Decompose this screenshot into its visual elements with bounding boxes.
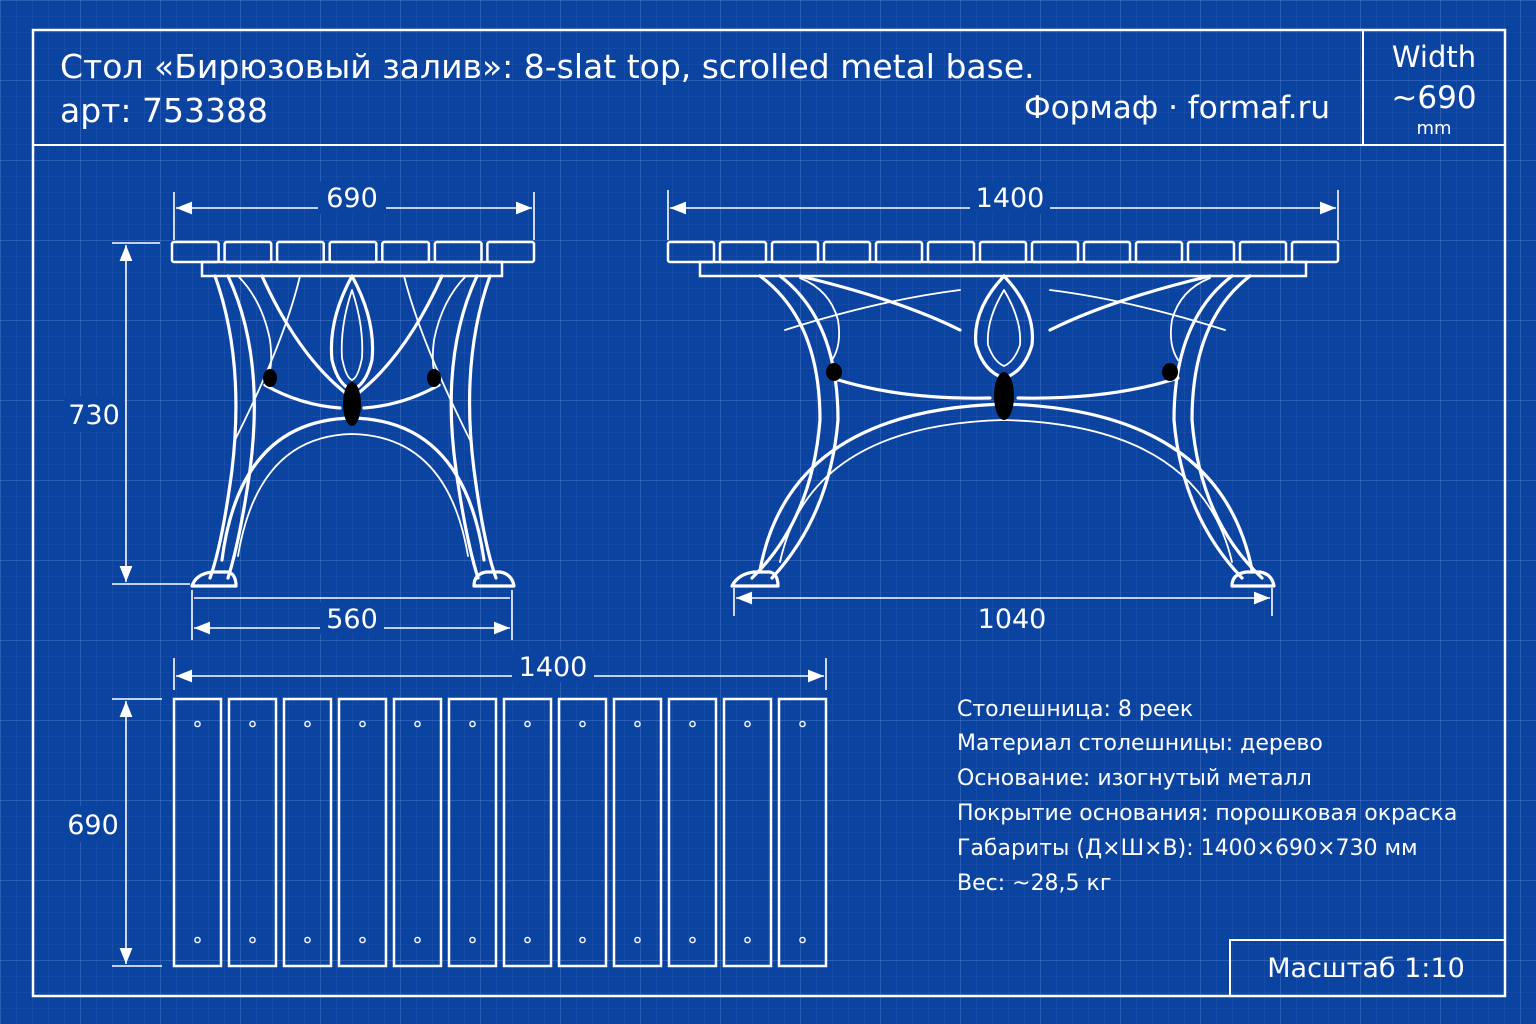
screw-hole [359,720,366,728]
front-width-label: 690 [326,183,378,214]
spec-line: Габариты (Д×Ш×В): 1400×690×730 мм [957,836,1418,861]
top-length-label-bg [512,650,594,682]
top-view-slat [282,697,333,968]
top-slat [666,240,716,264]
top-view-slat [172,697,223,968]
base-width-label: 560 [326,604,378,635]
screw-hole [414,720,421,728]
front-base-frame [190,274,516,588]
screw-hole [249,936,256,944]
corner-label: Width [1392,40,1476,74]
screw-hole [359,936,366,944]
top-slat [170,240,220,264]
screw-hole [524,936,531,944]
screw-hole [634,720,641,728]
top-view-slat [667,697,718,968]
screw-hole [304,936,311,944]
spec-line: Основание: изогнутый металл [957,766,1312,791]
side-base-frame [730,274,1276,588]
top-view-slat [612,697,663,968]
top-slat [486,240,536,264]
screw-hole [579,720,586,728]
side-length-label: 1400 [976,183,1045,214]
top-view-slat [447,697,498,968]
scale-box [1229,939,1506,997]
top-view-slat [777,697,828,968]
height-label-bg [64,396,124,432]
top-view-slat [502,697,553,968]
brand: Формаф · formaf.ru [1024,90,1330,126]
top-length-label: 1400 [519,652,588,683]
top-view-slat [722,697,773,968]
base-length-label: 1040 [978,604,1047,635]
screw-hole [799,720,806,728]
spec-line: Вес: ~28,5 кг [957,871,1111,896]
spec-line: Столешница: 8 реек [957,697,1193,722]
screw-hole [469,936,476,944]
corner-value: ~690 [1391,80,1476,116]
corner-unit: mm [1416,118,1451,139]
top-view-slat [392,697,443,968]
screw-hole [689,720,696,728]
article-number: арт: 753388 [60,91,268,130]
height-label: 730 [68,400,120,431]
top-width-label-bg [62,806,124,842]
screw-hole [744,720,751,728]
top-view-slat [557,697,608,968]
specs-block: Столешница: 8 реек Материал столешницы: … [957,697,1457,896]
screw-hole [469,720,476,728]
side-view: 1400 1040 [666,182,1340,635]
top-slat [1290,240,1340,264]
screw-hole [249,720,256,728]
side-length-label-bg [970,182,1050,214]
screw-hole [194,936,201,944]
screw-hole [579,936,586,944]
screw-hole [689,936,696,944]
screw-hole [634,936,641,944]
top-view-slats [172,697,828,968]
scale-label: Масштаб 1:10 [1267,953,1465,984]
screw-hole [304,720,311,728]
spec-line: Материал столешницы: дерево [957,731,1323,756]
corner-box: Width ~690 mm [1391,40,1476,139]
top-view-slat [227,697,278,968]
screw-hole [414,936,421,944]
screw-hole [194,720,201,728]
front-width-label-bg [318,182,386,214]
front-view: 690 730 560 [64,182,536,640]
top-view: 1400 690 [62,650,828,968]
top-width-label: 690 [67,810,119,841]
screw-hole [799,936,806,944]
screw-hole [524,720,531,728]
screw-hole [744,936,751,944]
base-width-label-bg [320,602,384,634]
drawing-frame [31,28,1507,998]
title: Стол «Бирюзовый залив»: 8-slat top, scro… [60,47,1035,86]
top-view-slat [337,697,388,968]
spec-line: Покрытие основания: порошковая окраска [957,801,1457,826]
